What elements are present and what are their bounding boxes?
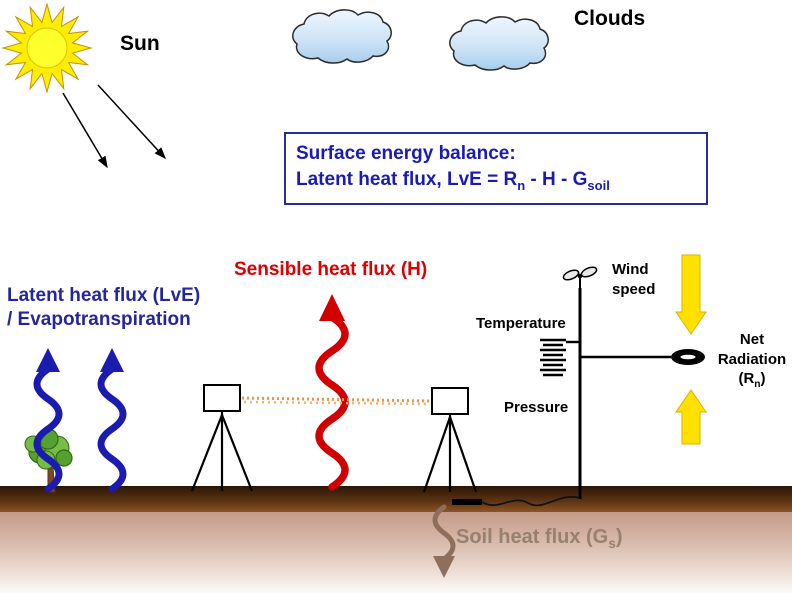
sun-core [26, 27, 68, 69]
soil-heat-arrow [432, 504, 456, 578]
latent-heat-label-line1: Latent heat flux (LvE) [7, 285, 201, 306]
cloud-icon-right [449, 16, 549, 71]
equation-box: Surface energy balance: Latent heat flux… [284, 132, 708, 205]
equation-line2: Latent heat flux, LvE = Rn - H - Gsoil [296, 167, 696, 194]
pressure-label: Pressure [504, 399, 569, 416]
sun-label: Sun [120, 32, 160, 55]
equation-sub-soil: soil [587, 177, 610, 193]
scintillometer-right [422, 387, 478, 493]
scintillometer-beam [241, 396, 431, 406]
cloud-icon-left [292, 9, 392, 64]
net-radiometer-icon [580, 349, 705, 365]
scintillometer-left [190, 384, 254, 492]
temperature-label: Temperature [476, 315, 566, 332]
wind-speed-label: Wind speed [612, 261, 656, 298]
latent-heat-arrow-right [97, 348, 127, 493]
sun-ray-arrow-2 [97, 84, 167, 160]
sun-icon [1, 2, 93, 94]
sensible-heat-arrow [315, 294, 349, 491]
anemometer-icon [562, 266, 598, 288]
equation-line1: Surface energy balance: [296, 143, 516, 164]
equation-sub-n: n [517, 177, 526, 193]
soil-heat-label: Soil heat flux (Gs) [456, 526, 623, 551]
ground-surface [0, 486, 792, 512]
temperature-sensor-icon [540, 338, 580, 377]
latent-heat-arrow-left [33, 348, 63, 493]
latent-heat-label: Latent heat flux (LvE) / Evapotranspirat… [7, 284, 200, 332]
soil-area [0, 512, 792, 593]
soil-heat-plate [452, 499, 482, 505]
radiation-down-arrow [675, 254, 707, 335]
sensible-heat-label: Sensible heat flux (H) [234, 259, 428, 280]
equation-line2-mid: - H - G [525, 168, 588, 190]
radiation-up-arrow [675, 389, 707, 445]
equation-line2-prefix: Latent heat flux, LvE = R [296, 168, 518, 190]
clouds-label: Clouds [574, 7, 646, 30]
latent-heat-label-line2: / Evapotranspiration [7, 308, 191, 330]
sensor-cable [481, 496, 581, 507]
net-radiation-label: Net Radiation (Rn) [717, 331, 787, 390]
sun-ray-arrow-1 [62, 92, 108, 169]
